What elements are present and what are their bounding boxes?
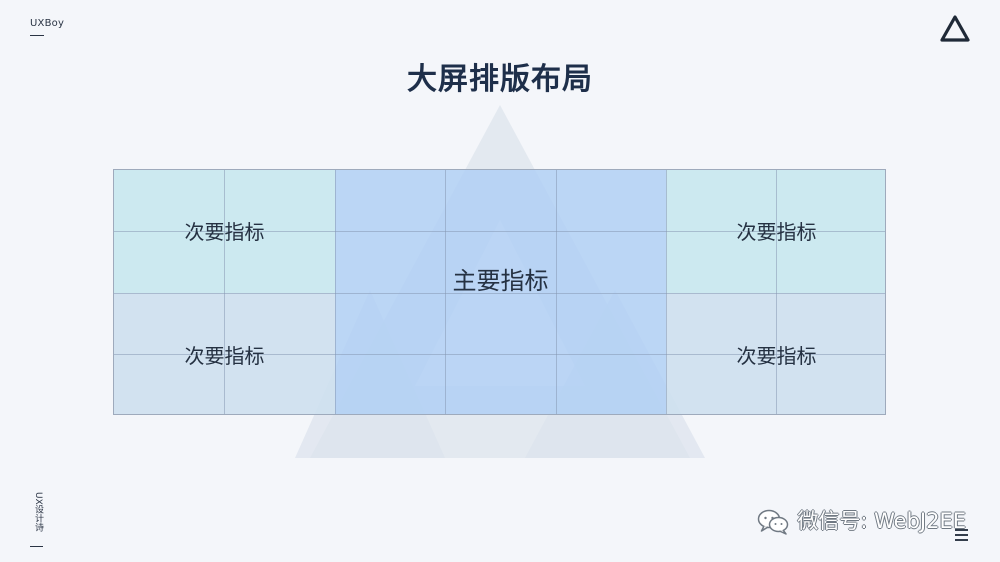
brand-underline	[30, 35, 44, 36]
wechat-id-label: 微信号: WebJ2EE	[797, 509, 966, 533]
grid-line-vertical	[224, 170, 225, 414]
bottom-left-metric-label: 次要指标	[184, 344, 265, 368]
vertical-side-label: UX设计诗	[33, 492, 43, 532]
top-left-metric-label: 次要指标	[184, 220, 265, 244]
grid-line-vertical	[776, 170, 777, 414]
bottom-right-metric-label: 次要指标	[736, 344, 817, 368]
page-title: 大屏排版布局	[407, 62, 593, 97]
top-right-metric-label: 次要指标	[736, 220, 817, 244]
brand-label: UXBoy	[30, 18, 65, 29]
primary-metric-block	[335, 170, 666, 414]
layout-grid: 次要指标 次要指标 主要指标 次要指标 次要指标	[113, 169, 886, 415]
center-metric-label: 主要指标	[452, 267, 549, 295]
menu-icon[interactable]	[955, 529, 968, 541]
wechat-icon	[758, 509, 789, 535]
wechat-watermark: 微信号: WebJ2EE	[756, 507, 966, 535]
triangle-logo-icon	[940, 15, 970, 42]
side-label-underline	[30, 546, 43, 547]
secondary-metric-block-bottom-right	[666, 293, 885, 414]
